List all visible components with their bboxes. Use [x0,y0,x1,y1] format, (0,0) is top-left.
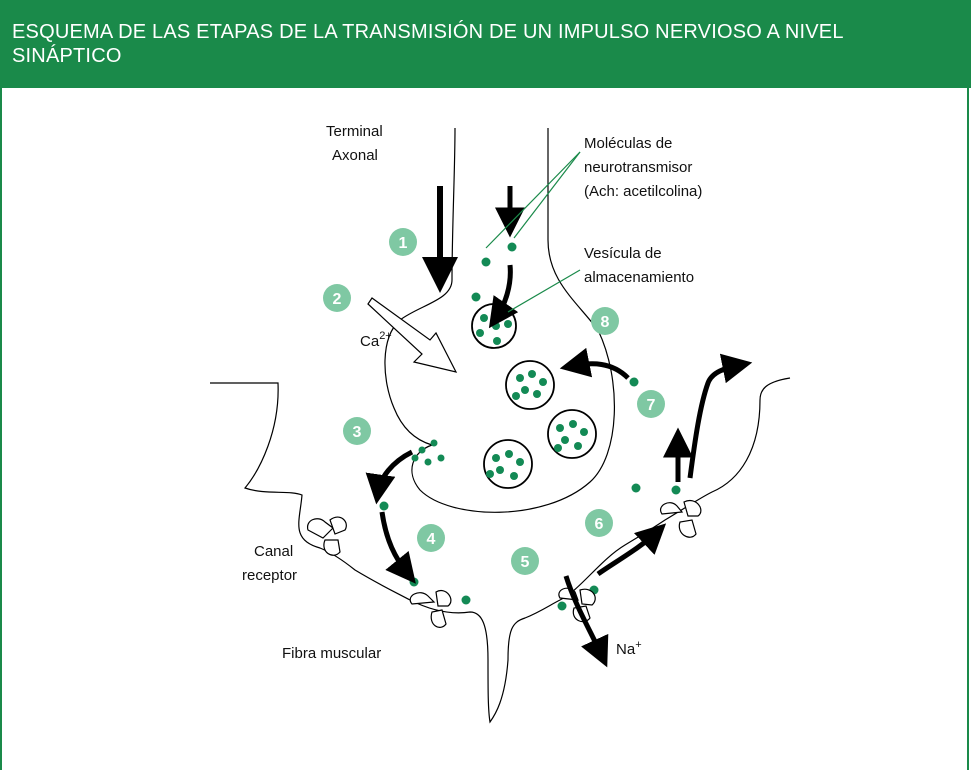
synapse-diagram: Terminal Axonal Moléculas de neurotransm… [210,123,791,724]
label-terminal-1: Terminal [326,123,383,140]
muscle-fiber-outline [210,377,791,724]
svg-text:4: 4 [427,531,436,548]
svg-text:7: 7 [647,397,656,414]
label-calcium: Ca2+ [360,330,392,350]
diagram-title: ESQUEMA DE LAS ETAPAS DE LA TRANSMISIÓN … [12,21,843,67]
svg-text:8: 8 [601,314,610,331]
label-molecules-1: Moléculas de [584,135,672,152]
svg-text:2: 2 [333,291,342,308]
label-sodium: Na+ [616,639,642,658]
leader-lines [485,151,581,313]
step-badge-5: 5 [511,547,539,575]
label-canal-1: Canal [254,543,293,560]
arrow-into-vesicle [488,264,519,329]
svg-text:6: 6 [595,516,604,533]
header-bar: ESQUEMA DE LAS ETAPAS DE LA TRANSMISIÓN … [0,0,971,88]
step-badge-8: 8 [591,307,619,335]
receptor-channel-bottom [409,590,452,628]
label-terminal-2: Axonal [332,147,378,164]
arrow-release [379,511,416,584]
axon-terminal-outline [384,127,615,513]
process-arrows [365,186,753,668]
svg-text:5: 5 [521,554,530,571]
label-vesicle-2: almacenamiento [584,269,694,286]
label-muscle-fiber: Fibra muscular [282,645,381,662]
label-canal-2: receptor [242,567,297,584]
arrow-exocytosis [365,449,414,505]
svg-text:1: 1 [399,235,408,252]
svg-text:3: 3 [353,424,362,441]
label-molecules-2: neurotransmisor [584,159,692,176]
neurotransmitter-molecules [379,242,681,611]
vesicle-right [547,409,597,459]
arrow-impulse-out [687,353,753,479]
arrow-calcium [367,297,458,373]
arrow-to-receptor [596,523,667,577]
receptor-channel-right [660,500,702,538]
label-molecules-3: (Ach: acetilcolina) [584,183,702,200]
step-badge-3: 3 [343,417,371,445]
step-badge-7: 7 [637,390,665,418]
receptor-channel-left [306,516,347,556]
vesicle-center-top [505,360,555,410]
step-badge-4: 4 [417,524,445,552]
arrow-sodium [563,575,609,668]
step-badge-6: 6 [585,509,613,537]
arrow-recycle [559,347,630,380]
vesicle-bottom [483,439,533,489]
vesicle-fusing [411,439,445,466]
label-vesicle-1: Vesícula de [584,245,662,262]
step-badge-1: 1 [389,228,417,256]
step-badge-2: 2 [323,284,351,312]
